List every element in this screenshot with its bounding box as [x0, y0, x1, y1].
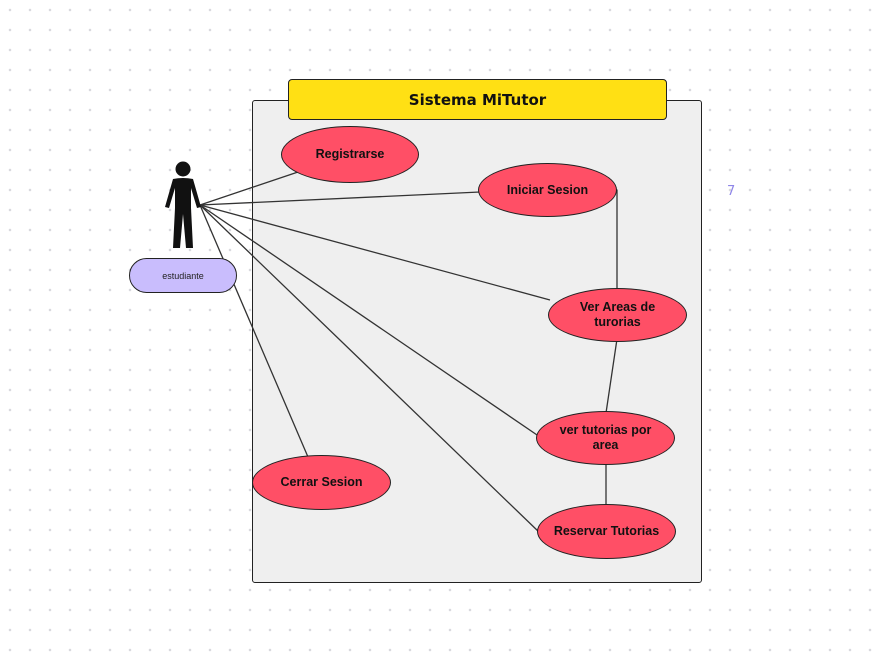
system-title[interactable]: Sistema MiTutor [288, 79, 667, 120]
usecase-registrarse[interactable]: Registrarse [281, 126, 419, 183]
usecase-iniciar-sesion[interactable]: Iniciar Sesion [478, 163, 617, 217]
usecase-ver-tutorias-area[interactable]: ver tutorias por area [536, 411, 675, 465]
stick-figure-icon[interactable] [163, 160, 203, 250]
usecase-cerrar-sesion[interactable]: Cerrar Sesion [252, 455, 391, 510]
stray-mark: 7 [727, 184, 736, 199]
usecase-reservar-tutorias[interactable]: Reservar Tutorias [537, 504, 676, 559]
usecase-ver-areas[interactable]: Ver Areas de turorias [548, 288, 687, 342]
actor-label[interactable]: estudiante [129, 258, 237, 293]
